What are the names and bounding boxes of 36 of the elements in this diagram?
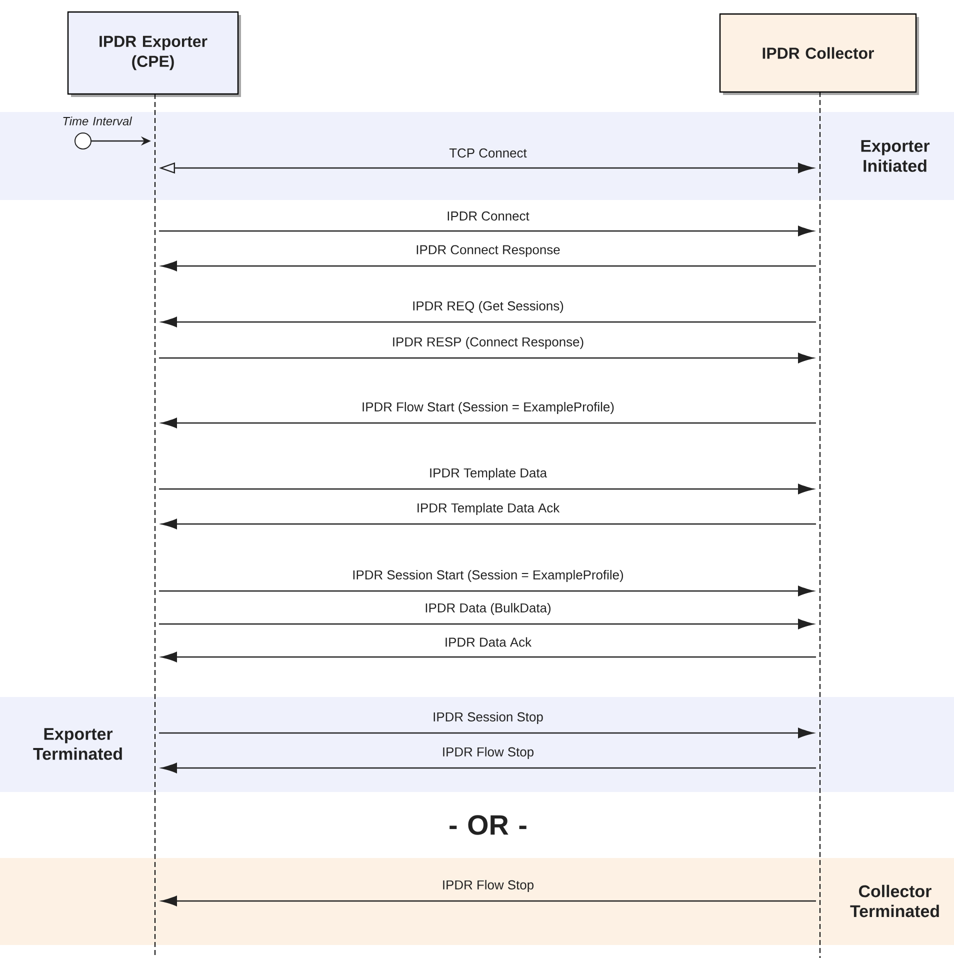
message-arrow: [161, 260, 816, 272]
edge-label: IPDR REQ (Get Sessions): [413, 300, 564, 314]
edge-label: IPDR Data (BulkData): [426, 602, 551, 616]
edge-label: IPDR Connect: [448, 211, 530, 221]
edge-label: IPDR Session Stop: [434, 712, 543, 724]
timer-label: Time Interval: [63, 116, 132, 126]
band-label: Exporter Initiated: [861, 140, 930, 172]
message-arrow: [161, 762, 816, 774]
message-arrow: [159, 618, 814, 630]
edge-label: TCP Connect: [449, 148, 527, 158]
edge-label: IPDR Flow Stop: [443, 880, 534, 892]
message-arrow: [159, 586, 814, 596]
edge-label: IPDR RESP (Connect Response): [393, 336, 584, 350]
edge-label: IPDR Connect Response: [416, 245, 560, 257]
timer-circle: [74, 132, 92, 150]
participant-box: IPDR Collector: [719, 13, 919, 95]
participant-box: IPDR Exporter (CPE): [67, 11, 241, 97]
band-label: Collector Terminated: [850, 884, 939, 918]
message-arrow: [159, 728, 814, 738]
separator-label: - OR -: [450, 815, 526, 835]
edge-label: IPDR Template Data Ack: [418, 502, 560, 516]
edge-label: IPDR Template Data: [430, 468, 547, 480]
edge-label: IPDR Flow Start (Session = ExampleProfile): [362, 402, 614, 414]
message-arrow: [159, 226, 814, 236]
message-arrow: [161, 652, 816, 662]
message-arrow: [161, 316, 816, 328]
edge-label: IPDR Flow Stop: [443, 746, 534, 760]
message-arrow: [161, 518, 816, 530]
message-arrow: [159, 352, 814, 364]
edge-label: IPDR Data Ack: [446, 637, 532, 647]
message-arrow: [161, 418, 816, 428]
edge-label: IPDR Session Start (Session = ExampleProfile): [353, 570, 624, 582]
message-arrow: [159, 484, 814, 494]
message-arrow: [161, 896, 816, 906]
lifeline: [154, 94, 156, 958]
band-label: Exporter Terminated: [33, 728, 122, 760]
